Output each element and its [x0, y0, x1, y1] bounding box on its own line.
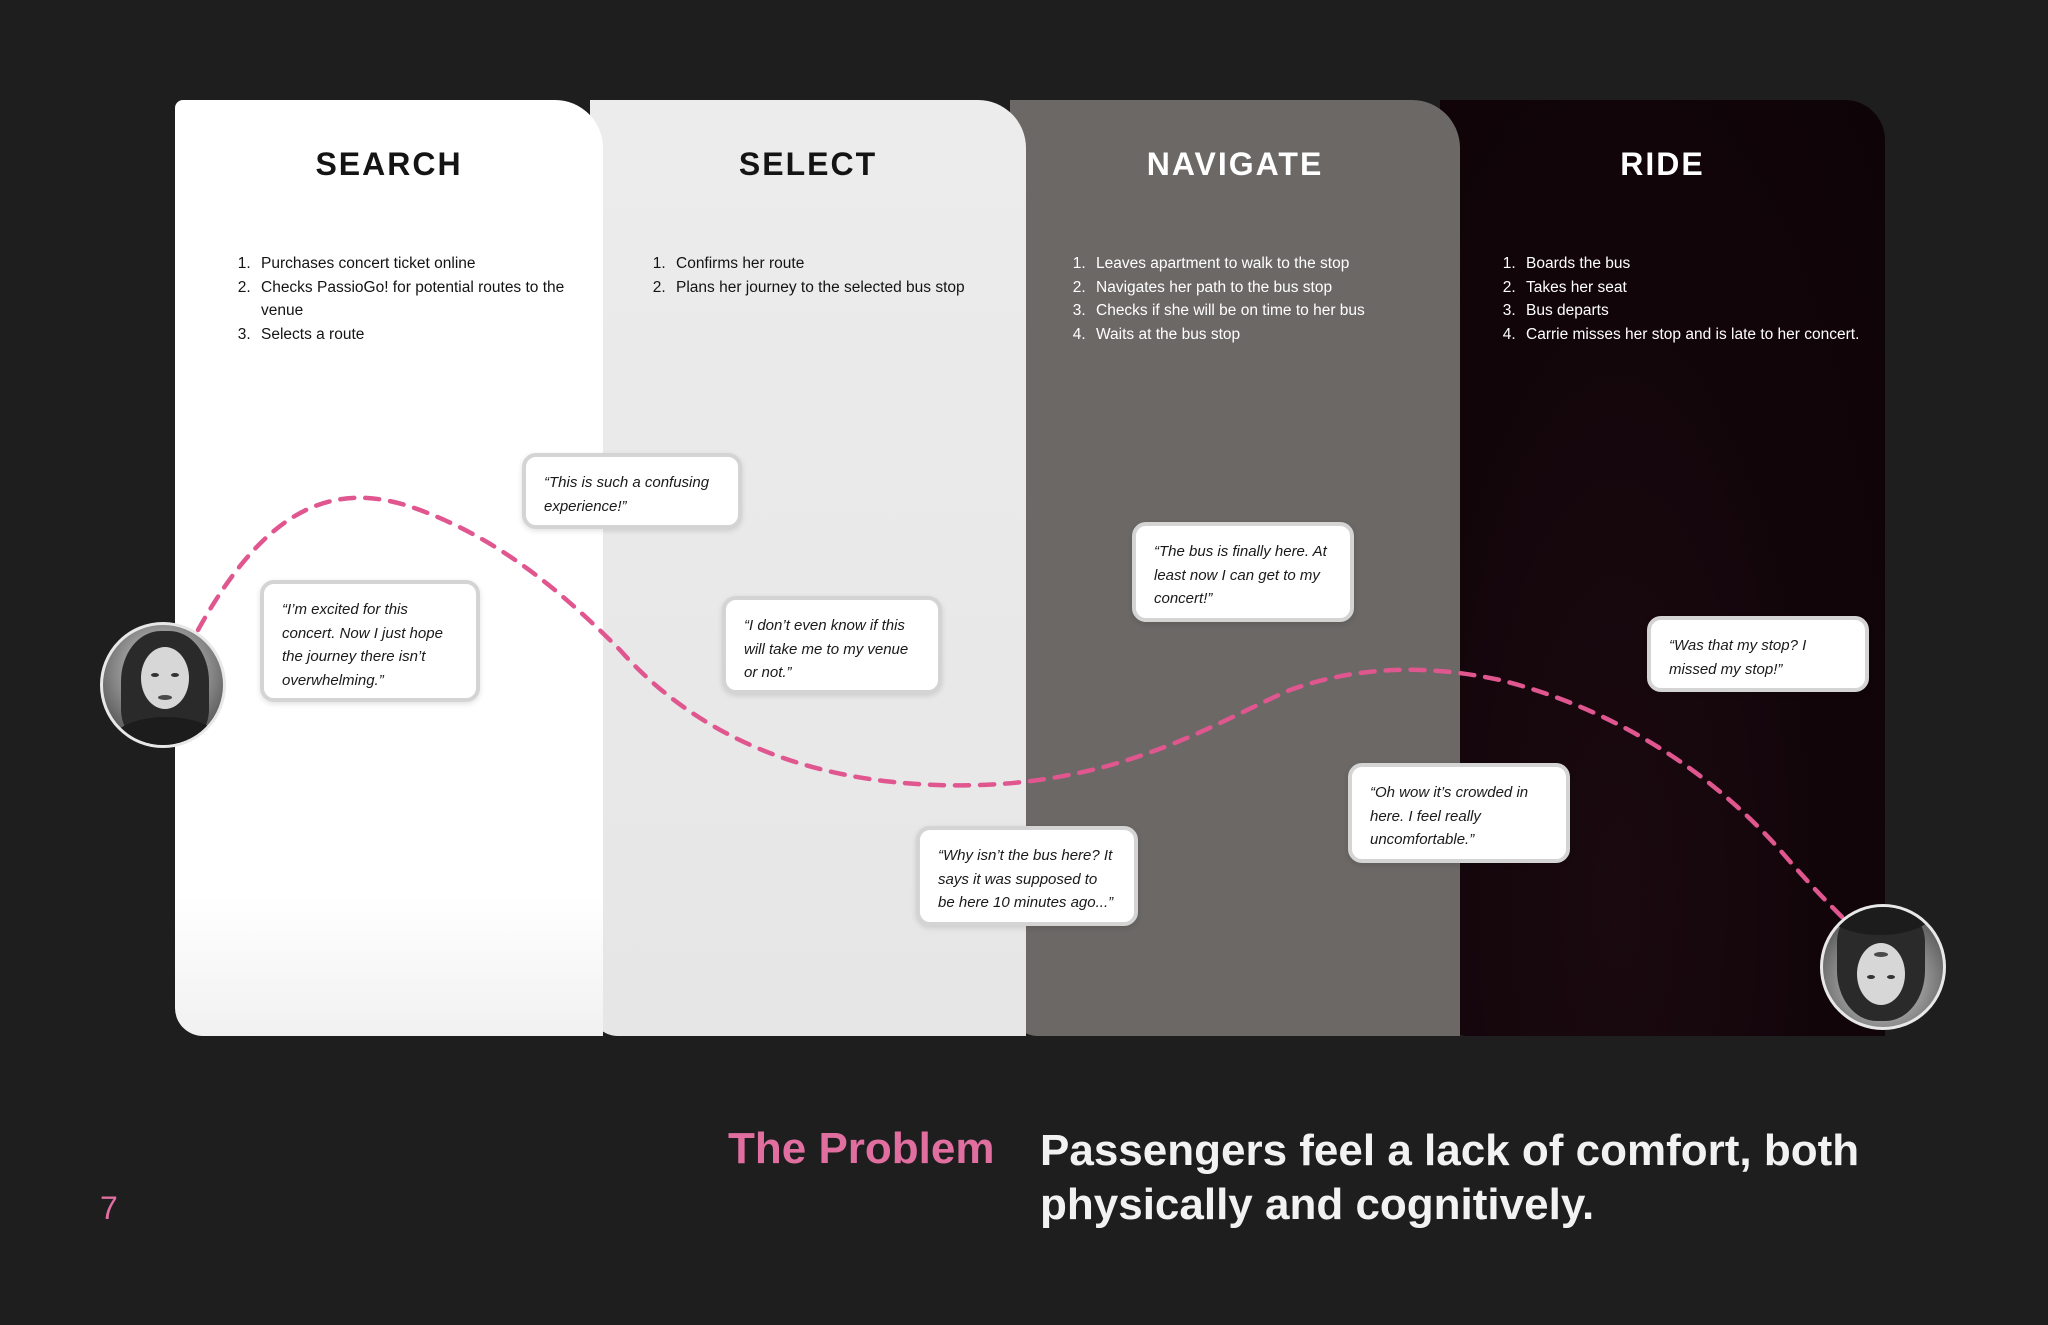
step-item: Checks if she will be on time to her bus: [1090, 299, 1450, 323]
page-number: 7: [100, 1190, 118, 1226]
step-item: Leaves apartment to walk to the stop: [1090, 252, 1450, 276]
user-avatar-upset-icon: [1820, 904, 1946, 1030]
quote-text: “Oh wow it’s crowded in here. I feel rea…: [1370, 784, 1529, 848]
step-item: Navigates her path to the bus stop: [1090, 276, 1450, 300]
quote-text: “I’m excited for this concert. Now I jus…: [282, 601, 443, 689]
quote-text: “I don’t even know if this will take me …: [744, 617, 909, 681]
step-item: Bus departs: [1520, 299, 1880, 323]
quote-bubble-dont-know: “I don’t even know if this will take me …: [722, 596, 942, 694]
quote-bubble-crowded: “Oh wow it’s crowded in here. I feel rea…: [1348, 763, 1570, 863]
stage-steps-select: Confirms her route Plans her journey to …: [632, 252, 1010, 299]
stage-title-ride: RIDE: [1620, 146, 1705, 182]
step-item: Takes her seat: [1520, 276, 1880, 300]
quote-text: “This is such a confusing experience!”: [544, 474, 710, 515]
stage-steps-ride: Boards the bus Takes her seat Bus depart…: [1482, 252, 1880, 346]
stage-steps-navigate: Leaves apartment to walk to the stop Nav…: [1052, 252, 1450, 346]
quote-text: “Was that my stop? I missed my stop!”: [1669, 637, 1807, 678]
problem-statement: Passengers feel a lack of comfort, both …: [1040, 1126, 1860, 1229]
quote-bubble-bus-here: “The bus is finally here. At least now I…: [1132, 522, 1354, 622]
user-avatar-happy-icon: [100, 622, 226, 748]
stage-title-navigate: NAVIGATE: [1146, 146, 1324, 182]
quote-text: “Why isn’t the bus here? It says it was …: [938, 847, 1114, 911]
step-item: Purchases concert ticket online: [255, 252, 591, 276]
step-item: Checks PassioGo! for potential routes to…: [255, 276, 591, 323]
step-item: Boards the bus: [1520, 252, 1880, 276]
stage-column-ride: RIDE Boards the bus Takes her seat Bus d…: [1440, 100, 1885, 1036]
quote-text: “The bus is finally here. At least now I…: [1154, 543, 1327, 607]
quote-bubble-excited: “I’m excited for this concert. Now I jus…: [260, 580, 480, 702]
step-item: Selects a route: [255, 323, 591, 347]
quote-bubble-my-stop: “Was that my stop? I missed my stop!”: [1647, 616, 1869, 692]
quote-bubble-why-bus: “Why isn’t the bus here? It says it was …: [916, 826, 1138, 926]
stage-column-search: SEARCH Purchases concert ticket online C…: [175, 100, 603, 1036]
stage-steps-search: Purchases concert ticket online Checks P…: [217, 252, 591, 346]
problem-label: The Problem: [728, 1124, 995, 1173]
stage-title-search: SEARCH: [315, 146, 463, 182]
step-item: Carrie misses her stop and is late to he…: [1520, 323, 1880, 347]
step-item: Confirms her route: [670, 252, 1010, 276]
stage-title-select: SELECT: [738, 146, 878, 182]
quote-bubble-confusing: “This is such a confusing experience!”: [522, 453, 742, 529]
step-item: Plans her journey to the selected bus st…: [670, 276, 1010, 300]
step-item: Waits at the bus stop: [1090, 323, 1450, 347]
